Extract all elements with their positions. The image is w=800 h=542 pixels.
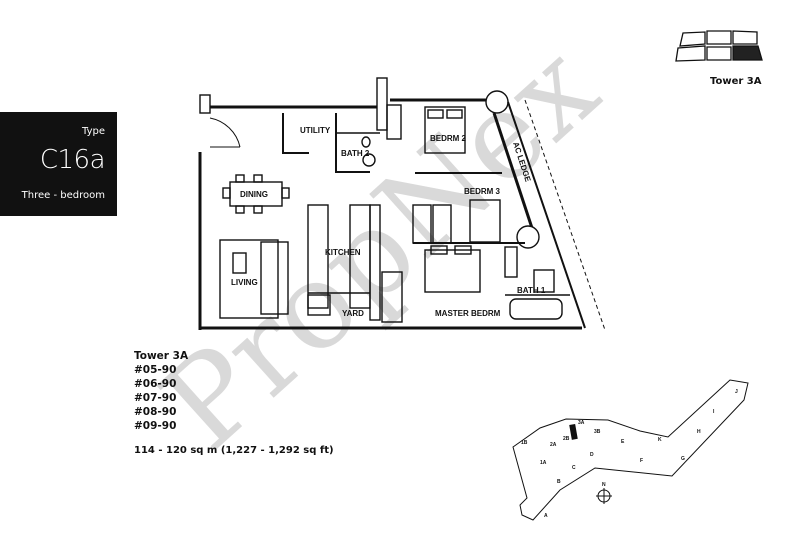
room-label-bedrm2: BEDRM 2 [430, 134, 467, 143]
room-label-bedrm3: BEDRM 3 [464, 187, 501, 196]
unit-number: #06-90 [134, 378, 177, 390]
site-plan-highlight-block [569, 424, 578, 440]
unit-list: Tower 3A #05-90 #06-90 #07-90 #08-90 #09… [134, 349, 188, 433]
site-block-a: A [544, 513, 548, 519]
type-description: Three - bedroom [21, 190, 105, 201]
site-block-d: D [590, 452, 594, 458]
site-block-c: C [572, 465, 576, 471]
site-block-2a: 2A [550, 442, 557, 448]
unit-type-box: Type C16a Three - bedroom [0, 112, 117, 216]
site-block-h: H [697, 429, 701, 435]
key-plan-tower-label: Tower 3A [710, 76, 762, 87]
room-label-bath2: BATH 2 [341, 149, 370, 158]
site-block-i: I [713, 409, 715, 415]
site-block-e: E [621, 439, 625, 445]
unit-number: #08-90 [134, 406, 177, 418]
key-plan [675, 30, 763, 62]
room-label-yard: YARD [342, 309, 364, 318]
type-code: C16a [39, 145, 106, 175]
room-label-living: LIVING [231, 278, 258, 287]
site-block-3b: 3B [594, 429, 601, 435]
site-block-g: G [681, 456, 685, 462]
site-block-1a: 1A [540, 460, 547, 466]
room-label-bath1: BATH 1 [517, 286, 546, 295]
site-block-1b: 1B [521, 440, 528, 446]
room-label-kitchen: KITCHEN [325, 248, 361, 257]
room-label-dining: DINING [240, 190, 268, 199]
site-block-j: J [735, 389, 738, 395]
type-label: Type [82, 126, 105, 137]
unit-list-tower: Tower 3A [134, 350, 189, 362]
room-label-utility: UTILITY [300, 126, 331, 135]
site-block-2b: 2B [563, 436, 570, 442]
unit-number: #09-90 [134, 420, 177, 432]
site-block-f: F [640, 458, 643, 464]
unit-number: #07-90 [134, 392, 177, 404]
site-block-b: B [557, 479, 561, 485]
floor-plan [198, 77, 606, 331]
site-block-k: K [658, 437, 662, 443]
room-label-master-bedrm: MASTER BEDRM [435, 309, 501, 318]
north-label: N [602, 482, 606, 488]
unit-area: 114 - 120 sq m (1,227 - 1,292 sq ft) [134, 445, 334, 456]
unit-number: #05-90 [134, 364, 177, 376]
key-plan-highlight-unit [732, 45, 763, 61]
site-plan [512, 379, 749, 521]
site-block-3a: 3A [578, 420, 585, 426]
